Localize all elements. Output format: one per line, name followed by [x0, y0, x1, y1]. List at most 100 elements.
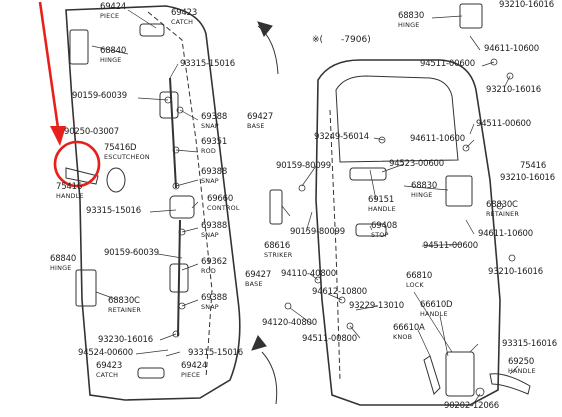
- part-number: 68830: [411, 181, 438, 191]
- part-number: 66610A: [393, 323, 425, 333]
- part-number: 94611-10600: [410, 134, 465, 144]
- part-number: 93315-15016: [188, 348, 243, 358]
- mid-right-hinge: [445, 175, 473, 207]
- lock-handle-part: [423, 355, 441, 395]
- part-number: 90250-03007: [64, 127, 119, 137]
- part-name: LOCK: [406, 281, 424, 289]
- part-number: 69424: [100, 2, 127, 12]
- part-number: 69408: [371, 221, 398, 231]
- right-door-outline: [315, 59, 501, 406]
- part-name: RETAINER: [486, 210, 520, 218]
- upper-motion-arrow: [257, 25, 279, 75]
- part-number: 90159-80099: [276, 161, 331, 171]
- part-number: 68830C: [108, 296, 140, 306]
- part-number: 94611-10600: [484, 44, 539, 54]
- top-right-hinge: [459, 3, 483, 29]
- part-name: HANDLE: [368, 205, 396, 213]
- part-name: HANDLE: [56, 192, 84, 200]
- upper-rod: [169, 77, 177, 189]
- lower-motion-arrow: [261, 351, 278, 405]
- part-number: 93210-16016: [500, 173, 555, 183]
- left-door-outline: [65, 5, 241, 401]
- part-name: BASE: [245, 280, 263, 288]
- part-number: 68616: [264, 241, 291, 251]
- stop-part: [355, 223, 387, 237]
- part-name: HANDLE: [420, 310, 448, 318]
- lower-base-part: [169, 263, 189, 293]
- part-number: 75416: [56, 182, 83, 192]
- part-number: 94612-10800: [312, 287, 367, 297]
- part-number: 93249-56014: [314, 132, 369, 142]
- part-number: 94611-10600: [478, 229, 533, 239]
- lower-catch-part: [137, 367, 165, 379]
- part-name: ROD: [201, 147, 216, 155]
- part-name: SNAP: [201, 303, 219, 311]
- control-part: [169, 195, 195, 219]
- part-name: CATCH: [96, 371, 119, 379]
- upper-arrow-head: [257, 21, 273, 37]
- part-number: 93315-15016: [86, 206, 141, 216]
- lower-arrow-head: [251, 335, 267, 351]
- part-number: 90159-60039: [104, 248, 159, 258]
- part-number: 69250: [508, 357, 535, 367]
- part-number: 93230-16016: [98, 335, 153, 345]
- lock-part: [445, 351, 475, 397]
- part-number: 94110-40800: [281, 269, 336, 279]
- part-number: 69351: [201, 137, 228, 147]
- part-number: 69427: [247, 112, 274, 122]
- part-name: PIECE: [100, 12, 120, 20]
- part-number: 93229-13010: [349, 301, 404, 311]
- part-name: SNAP: [201, 122, 219, 130]
- right-door-inner-edge: [329, 109, 341, 381]
- part-number: 94511-00600: [420, 59, 475, 69]
- part-number: 90159-80099: [290, 227, 345, 237]
- part-name: CONTROL: [207, 204, 240, 212]
- upper-catch-part: [139, 23, 165, 37]
- outside-handle-part: [65, 167, 99, 185]
- part-number: 69388: [201, 221, 228, 231]
- part-name: HINGE: [398, 21, 420, 29]
- part-number: 94511-00600: [476, 119, 531, 129]
- part-number: 75416: [520, 161, 547, 171]
- part-number: 69362: [201, 257, 228, 267]
- lower-rod: [177, 219, 181, 337]
- part-name: CATCH: [171, 18, 194, 26]
- part-number: 94523-00600: [389, 159, 444, 169]
- part-name: SNAP: [201, 231, 219, 239]
- left-hinge-lower: [75, 269, 97, 307]
- part-number: 69151: [368, 195, 395, 205]
- part-number: 66610D: [420, 300, 453, 310]
- part-name: HINGE: [100, 56, 122, 64]
- outer-handle-part: [489, 373, 531, 395]
- part-name: PIECE: [181, 371, 201, 379]
- part-name: RETAINER: [108, 306, 142, 314]
- part-number: 69423: [96, 361, 123, 371]
- part-number: 93315-16016: [502, 339, 557, 349]
- part-name: STOP: [371, 231, 389, 239]
- part-name: BASE: [247, 122, 265, 130]
- part-number: 94524-00600: [78, 348, 133, 358]
- upper-base-part: [159, 91, 179, 119]
- part-number: 93210-16016: [486, 85, 541, 95]
- part-name: ROD: [201, 267, 216, 275]
- part-number: 69388: [201, 112, 228, 122]
- part-number: 90202-12066: [444, 401, 499, 411]
- diagram-header: ※( -7906): [312, 35, 371, 45]
- part-name: HANDLE: [508, 367, 536, 375]
- part-number: 90159-60039: [72, 91, 127, 101]
- part-name: HINGE: [411, 191, 433, 199]
- part-number: 93315-15016: [180, 59, 235, 69]
- escutcheon-part: [106, 167, 126, 193]
- part-name: STRIKER: [264, 251, 293, 259]
- part-number: 93210-16016: [499, 0, 554, 10]
- part-name: KNOB: [393, 333, 413, 341]
- part-number: 68840: [100, 46, 127, 56]
- left-hinge-upper: [69, 29, 89, 65]
- part-number: 69388: [201, 293, 228, 303]
- part-number: 69424: [181, 361, 208, 371]
- part-number: 94511-00800: [302, 334, 357, 344]
- right-door-window: [335, 75, 459, 163]
- striker-part: [269, 189, 283, 225]
